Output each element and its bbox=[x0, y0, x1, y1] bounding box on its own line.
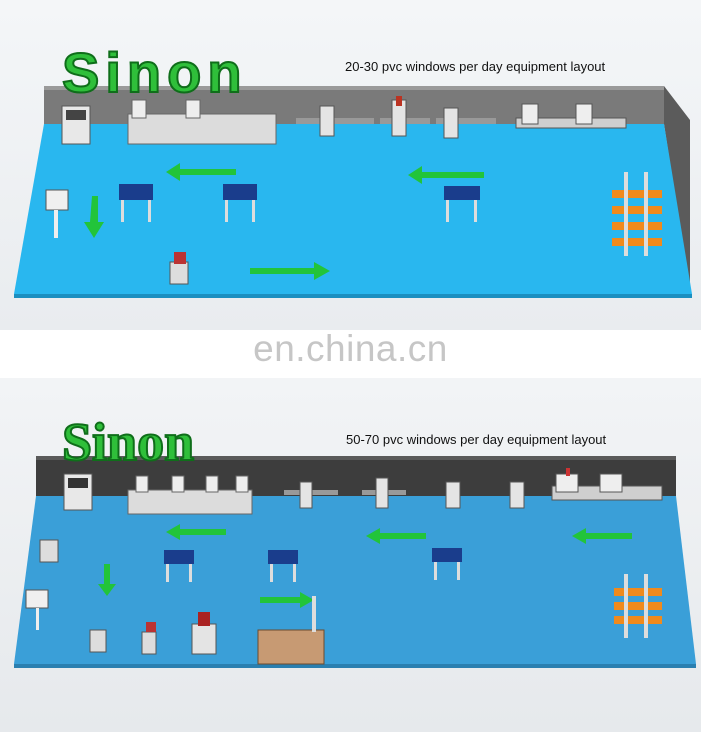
layout-caption: 20-30 pvc windows per day equipment layo… bbox=[345, 59, 606, 74]
machine-endmill bbox=[436, 107, 496, 139]
layout-illustration-bottom: Sinon bbox=[14, 411, 696, 668]
green-arrow-icon bbox=[98, 564, 116, 596]
floor bbox=[14, 124, 692, 294]
machine-icon bbox=[89, 629, 107, 653]
profile-rack-icon bbox=[612, 172, 662, 256]
machine-welding bbox=[127, 99, 277, 145]
brand-logo: Sinon bbox=[62, 41, 248, 104]
workbench-icon bbox=[268, 550, 298, 582]
workbench-icon bbox=[432, 548, 462, 580]
green-arrow-icon bbox=[572, 528, 632, 544]
side-wall bbox=[664, 86, 690, 294]
machine-cutting bbox=[63, 473, 93, 511]
machine-router bbox=[284, 481, 338, 509]
machine-icon bbox=[257, 596, 325, 665]
machine-double-saw bbox=[515, 103, 627, 129]
machine-double-saw bbox=[551, 468, 663, 501]
green-arrow-icon bbox=[366, 528, 426, 544]
equipment-layout-top: Sinon bbox=[0, 0, 701, 330]
machine-icon bbox=[191, 612, 217, 655]
machine-router bbox=[296, 105, 374, 137]
brand-logo: Sinon bbox=[62, 412, 194, 472]
floor bbox=[14, 496, 696, 664]
equipment-layout-bottom: Sinon bbox=[0, 378, 701, 732]
layout-caption: 50-70 pvc windows per day equipment layo… bbox=[346, 432, 607, 447]
machine-cutting bbox=[61, 105, 91, 145]
green-arrow-icon bbox=[84, 196, 104, 238]
machine-icon bbox=[39, 539, 59, 563]
machine-icon bbox=[141, 622, 157, 655]
machine-drill bbox=[362, 477, 406, 509]
profile-rack-icon bbox=[614, 574, 662, 638]
watermark-text: en.china.cn bbox=[253, 328, 448, 369]
workbench-icon bbox=[119, 184, 153, 222]
workbench-icon bbox=[223, 184, 257, 222]
layout-illustration-top: Sinon bbox=[14, 40, 692, 298]
workbench-icon bbox=[444, 186, 480, 222]
machine-drill bbox=[380, 96, 430, 137]
machine-welding bbox=[127, 475, 253, 515]
green-arrow-icon bbox=[166, 163, 236, 181]
machine-endmill bbox=[445, 481, 461, 509]
machine-endmill bbox=[509, 481, 525, 509]
machine-icon bbox=[169, 252, 189, 285]
machine-icon bbox=[45, 189, 69, 238]
green-arrow-icon bbox=[408, 166, 484, 184]
green-arrow-icon bbox=[166, 524, 226, 540]
machine-icon bbox=[25, 589, 49, 630]
green-arrow-icon bbox=[260, 592, 314, 608]
green-arrow-icon bbox=[250, 262, 330, 280]
workbench-icon bbox=[164, 550, 194, 582]
